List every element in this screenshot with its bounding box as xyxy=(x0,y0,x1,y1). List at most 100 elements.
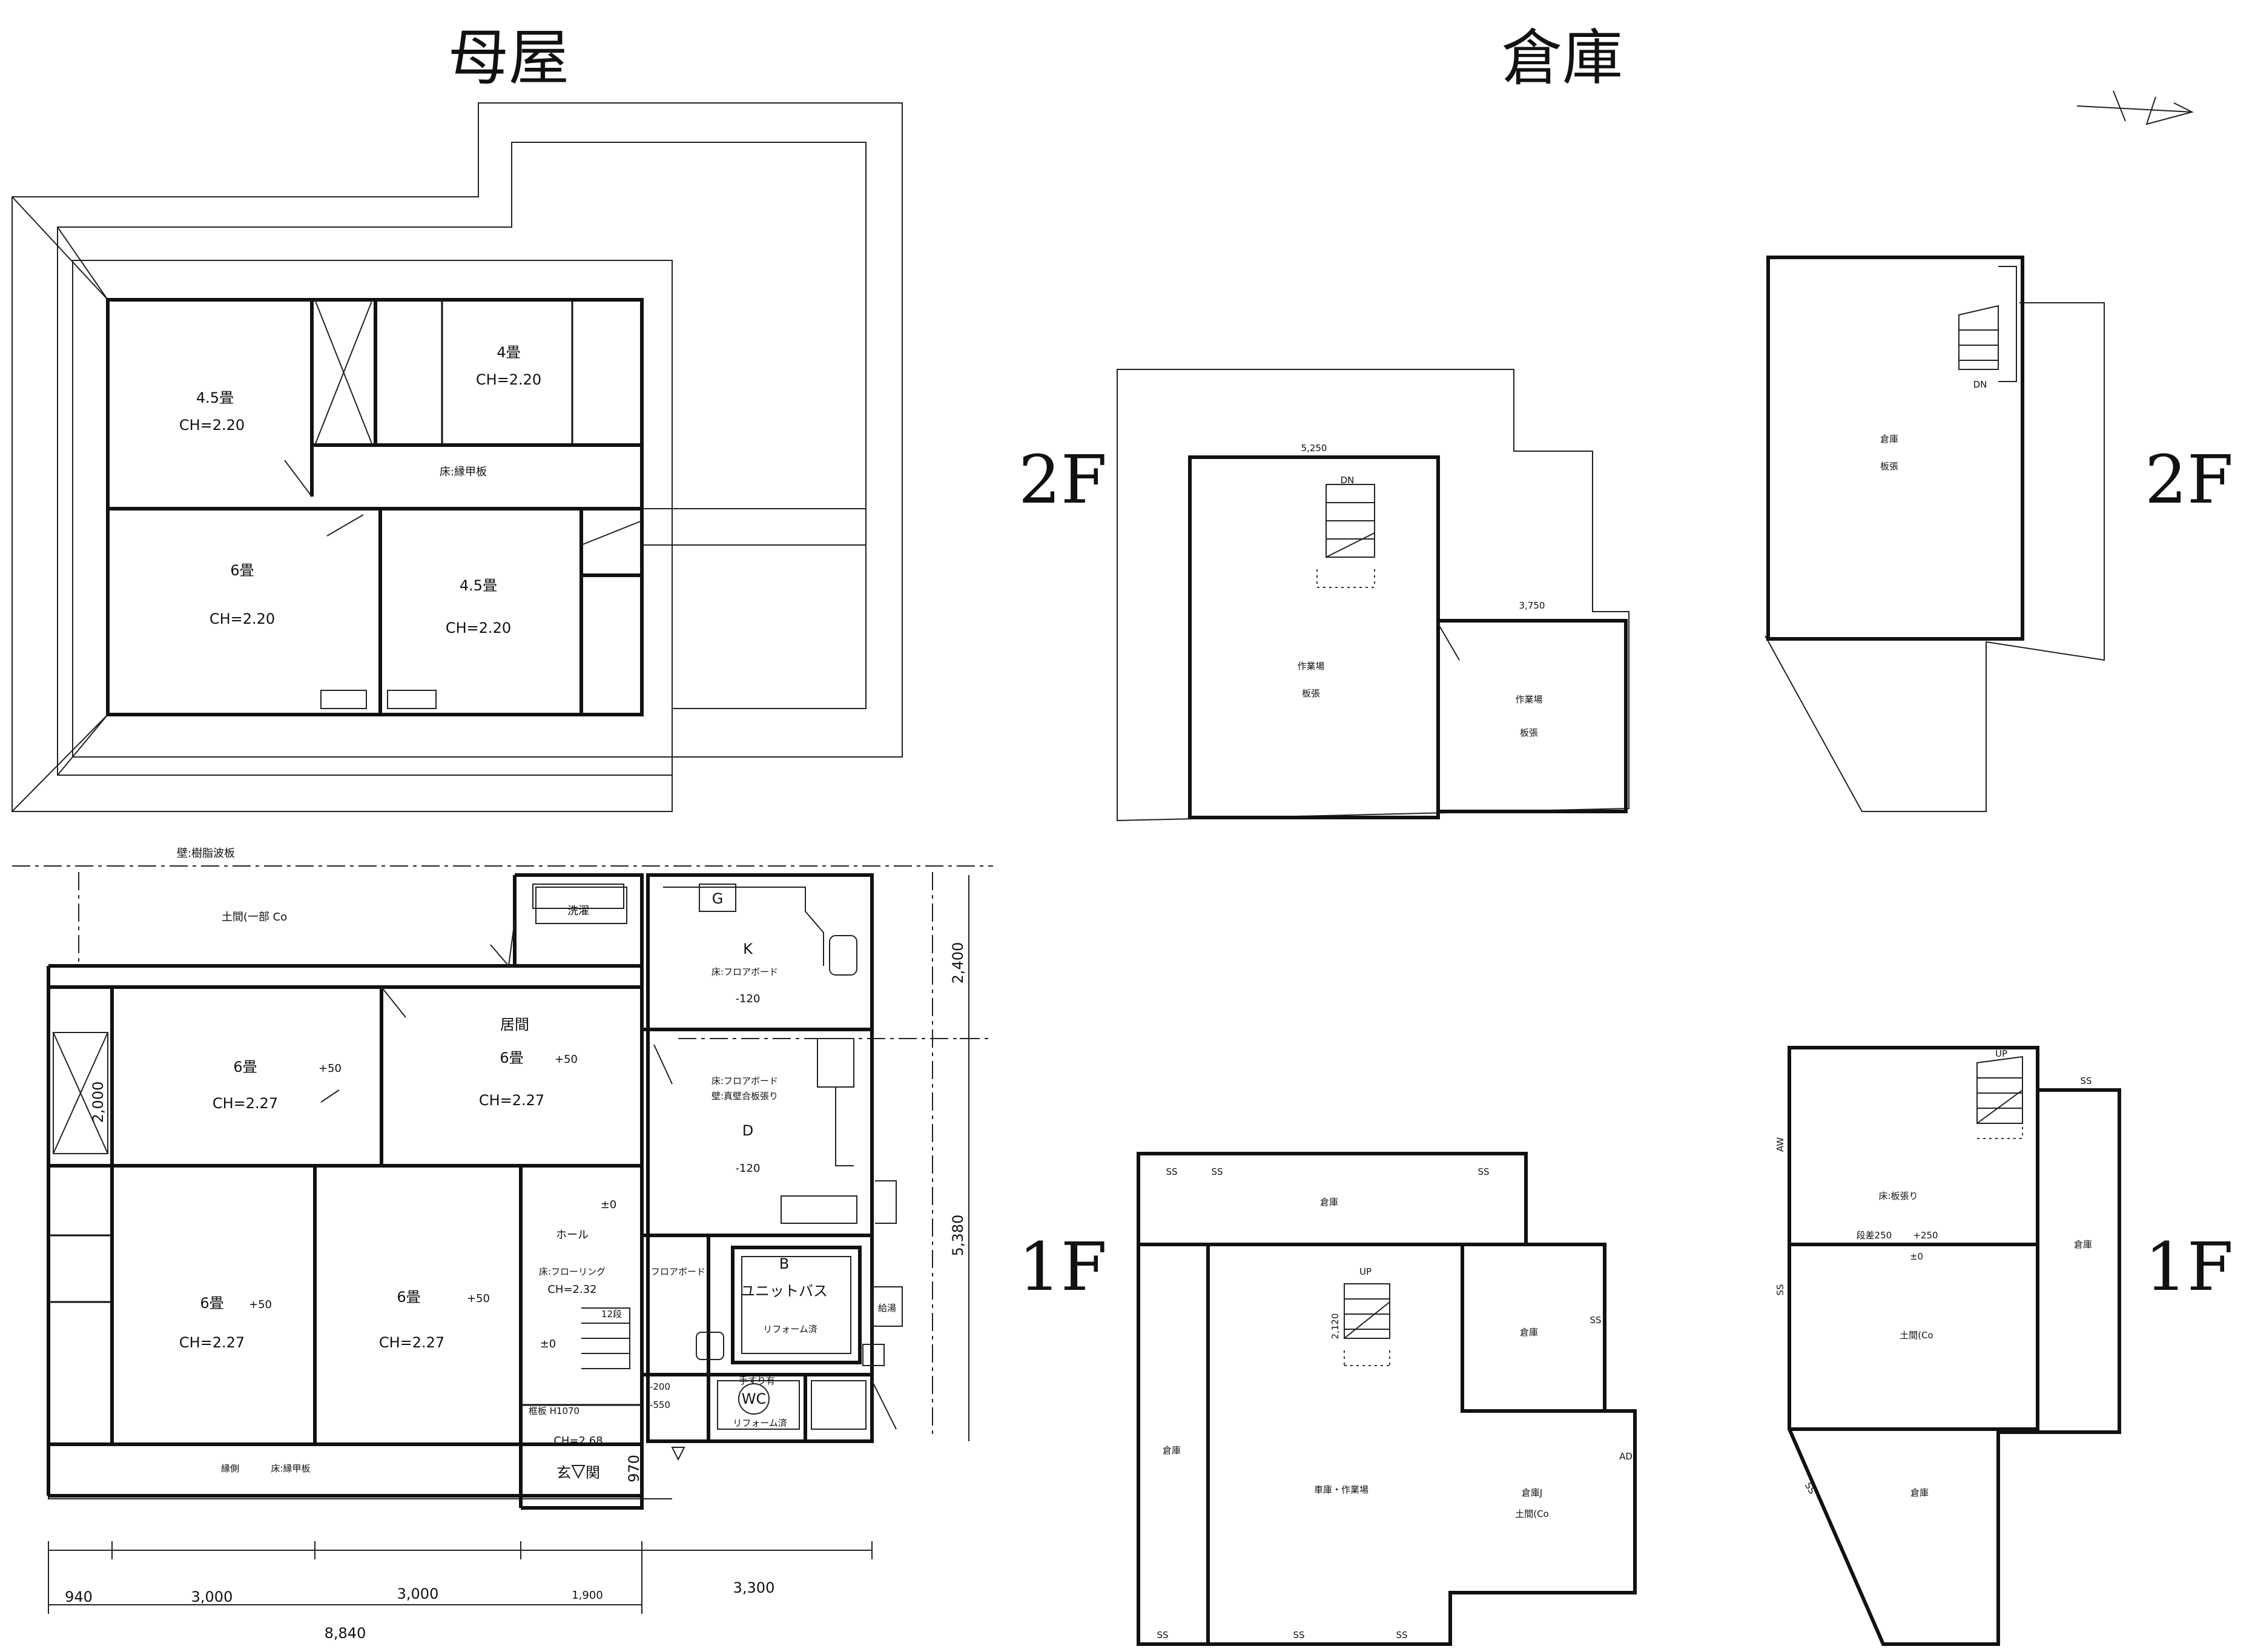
main-house-1f-plan: G 壁:樹脂波板 土間(一部 Co 洗濯 K 床:フロアボード -120 床:フ… xyxy=(12,847,993,1642)
living-plus: +50 xyxy=(555,1053,578,1066)
dining-wall: 壁:真壁合板張り xyxy=(711,1091,778,1102)
hall-name: ホール xyxy=(556,1229,589,1241)
wa2f-work1: 作業場 xyxy=(1297,661,1324,672)
tatami3-plus: +50 xyxy=(467,1292,490,1305)
main-house-heading: 母屋 xyxy=(448,22,569,93)
wa2f-stair-dn: DN xyxy=(1341,475,1355,486)
wa1f-garage: 車庫・作業場 xyxy=(1314,1484,1369,1495)
wa1f-dim-2120: 2,120 xyxy=(1330,1313,1341,1340)
living-ch: CH=2.27 xyxy=(479,1092,544,1109)
dim-3000a: 3,000 xyxy=(191,1588,233,1605)
toilet-name: WC xyxy=(742,1390,767,1407)
bath-name: ユニットバス xyxy=(741,1283,828,1300)
hall-ch: CH=2.32 xyxy=(547,1283,596,1296)
hall-zero2: ±0 xyxy=(540,1338,556,1350)
dining-name: D xyxy=(742,1122,753,1139)
wa1f-ss-1: SS xyxy=(1166,1166,1177,1177)
living-name: 居間 xyxy=(500,1016,529,1033)
wa2f-work1-floor: 板張 xyxy=(1302,688,1320,699)
wa1f-ad: AD xyxy=(1619,1451,1633,1462)
bath-label: B xyxy=(779,1255,789,1272)
entrance-name: 玄 関 xyxy=(556,1464,600,1481)
step-board: 框板 H1070 xyxy=(529,1406,579,1416)
laundry-label: 洗濯 xyxy=(567,905,589,917)
mh2f-room1-name: 4.5畳 xyxy=(196,389,234,406)
wb2f-stair-dn: DN xyxy=(1973,379,1987,390)
wa1f-doma-co: 土間(Co xyxy=(1515,1508,1549,1519)
wa2f-work2-floor: 板張 xyxy=(1520,727,1538,738)
wa1f-ss-7: SS xyxy=(1396,1630,1407,1640)
kitchen-level: -120 xyxy=(736,993,761,1005)
mh2f-room4-ch: CH=2.20 xyxy=(446,620,511,636)
wa2f-dim-3750: 3,750 xyxy=(1519,600,1545,611)
wb1f-storage-side: 倉庫 xyxy=(2074,1239,2092,1250)
tatami2-plus: +50 xyxy=(249,1298,272,1311)
tatami3-mat: 6畳 xyxy=(397,1289,420,1306)
kitchen-name: K xyxy=(743,940,753,957)
warehouse-heading: 倉庫 xyxy=(1502,22,1623,93)
floor-label-2f-right: 2F xyxy=(2145,441,2233,518)
wa1f-ss-2: SS xyxy=(1211,1166,1223,1177)
bath-note: リフォーム済 xyxy=(763,1324,817,1335)
wa1f-storage-top: 倉庫 xyxy=(1320,1197,1338,1208)
wa1f-storage-right: 倉庫 xyxy=(1520,1327,1538,1338)
dim-5380: 5,380 xyxy=(949,1215,966,1257)
dim-970: 970 xyxy=(626,1455,642,1482)
wa2f-dim-5250: 5,250 xyxy=(1301,443,1327,454)
mh2f-corridor-floor: 床:縁甲板 xyxy=(440,466,487,478)
flooring-label: フロアボード xyxy=(651,1266,705,1277)
wa1f-ss-3: SS xyxy=(1477,1166,1489,1177)
tatami2-ch: CH=2.27 xyxy=(179,1334,245,1351)
wa1f-storage-doma: 倉庫J xyxy=(1522,1487,1542,1498)
mh2f-room3-ch: CH=2.20 xyxy=(210,610,275,627)
veranda-floor: 床:縁甲板 xyxy=(271,1463,310,1474)
floor-label-1f-right: 1F xyxy=(2145,1228,2233,1306)
kitchen-floor: 床:フロアボード xyxy=(711,966,778,977)
tatami3-ch: CH=2.27 xyxy=(379,1334,444,1351)
mh2f-room2-ch: CH=2.20 xyxy=(476,371,541,388)
mh2f-room2-name: 4畳 xyxy=(497,344,520,361)
level-minus550: -550 xyxy=(650,1399,670,1410)
mh2f-room4-name: 4.5畳 xyxy=(460,577,497,594)
gas-label: G xyxy=(712,890,724,907)
living-mat: 6畳 xyxy=(500,1049,523,1066)
doma-label: 土間(一部 Co xyxy=(222,911,287,923)
wb2f-name: 倉庫 xyxy=(1880,434,1898,444)
toilet-note: リフォーム済 xyxy=(733,1418,787,1429)
side-label: 給湯 xyxy=(878,1303,896,1313)
toilet-rail: 手すり有 xyxy=(739,1375,775,1386)
wb1f-zero: ±0 xyxy=(1910,1251,1923,1262)
north-arrow-icon xyxy=(2076,90,2194,125)
tatami1-plus: +50 xyxy=(319,1062,342,1075)
dim-2000: 2,000 xyxy=(90,1082,107,1123)
hall-zero1: ±0 xyxy=(601,1198,617,1211)
warehouse-b-2f-plan: DN 倉庫 板張 xyxy=(1765,256,2105,812)
tatami1-ch: CH=2.27 xyxy=(213,1095,278,1112)
wb1f-storage-bottom: 倉庫 xyxy=(1910,1487,1929,1498)
wb1f-stair-up: UP xyxy=(1995,1048,2007,1059)
wall-note: 壁:樹脂波板 xyxy=(177,847,235,860)
wa1f-stair-up: UP xyxy=(1359,1266,1372,1277)
dim-1900: 1,900 xyxy=(572,1589,603,1602)
warehouse-b-1f-plan: UP 床:板張り 段差250 +250 ±0 土間(Co 倉庫 倉庫 SS SS… xyxy=(1775,1046,2121,1646)
wa1f-ss-5: SS xyxy=(1157,1630,1168,1640)
hall-step: 12段 xyxy=(601,1309,622,1320)
wa1f-ss-4: SS xyxy=(1590,1315,1601,1326)
wb1f-plus250: +250 xyxy=(1913,1230,1938,1241)
mh2f-room3-name: 6畳 xyxy=(230,562,254,579)
wb1f-ss-1: SS xyxy=(2080,1075,2092,1086)
level-minus200: -200 xyxy=(650,1381,670,1392)
warehouse-a-1f-plan: 倉庫 UP 2,120 倉庫 倉庫 車庫・作業場 倉庫J 土間(Co SS SS… xyxy=(1137,1152,1637,1646)
floor-label-2f-left: 2F xyxy=(1019,441,1107,518)
dim-8840: 8,840 xyxy=(325,1625,366,1642)
wa1f-storage-left: 倉庫 xyxy=(1163,1445,1181,1456)
dim-3300: 3,300 xyxy=(733,1579,775,1596)
dining-floor: 床:フロアボード xyxy=(711,1075,778,1086)
main-house-2f-plan: 4.5畳 CH=2.20 4畳 CH=2.20 床:縁甲板 6畳 CH=2.20… xyxy=(12,102,903,812)
floor-label-1f-left: 1F xyxy=(1019,1228,1107,1306)
wb1f-floor: 床:板張り xyxy=(1878,1191,1918,1201)
dim-940: 940 xyxy=(65,1588,93,1605)
mh2f-room1-ch: CH=2.20 xyxy=(179,417,245,434)
entrance-ch: CH=2.68 xyxy=(553,1435,603,1447)
